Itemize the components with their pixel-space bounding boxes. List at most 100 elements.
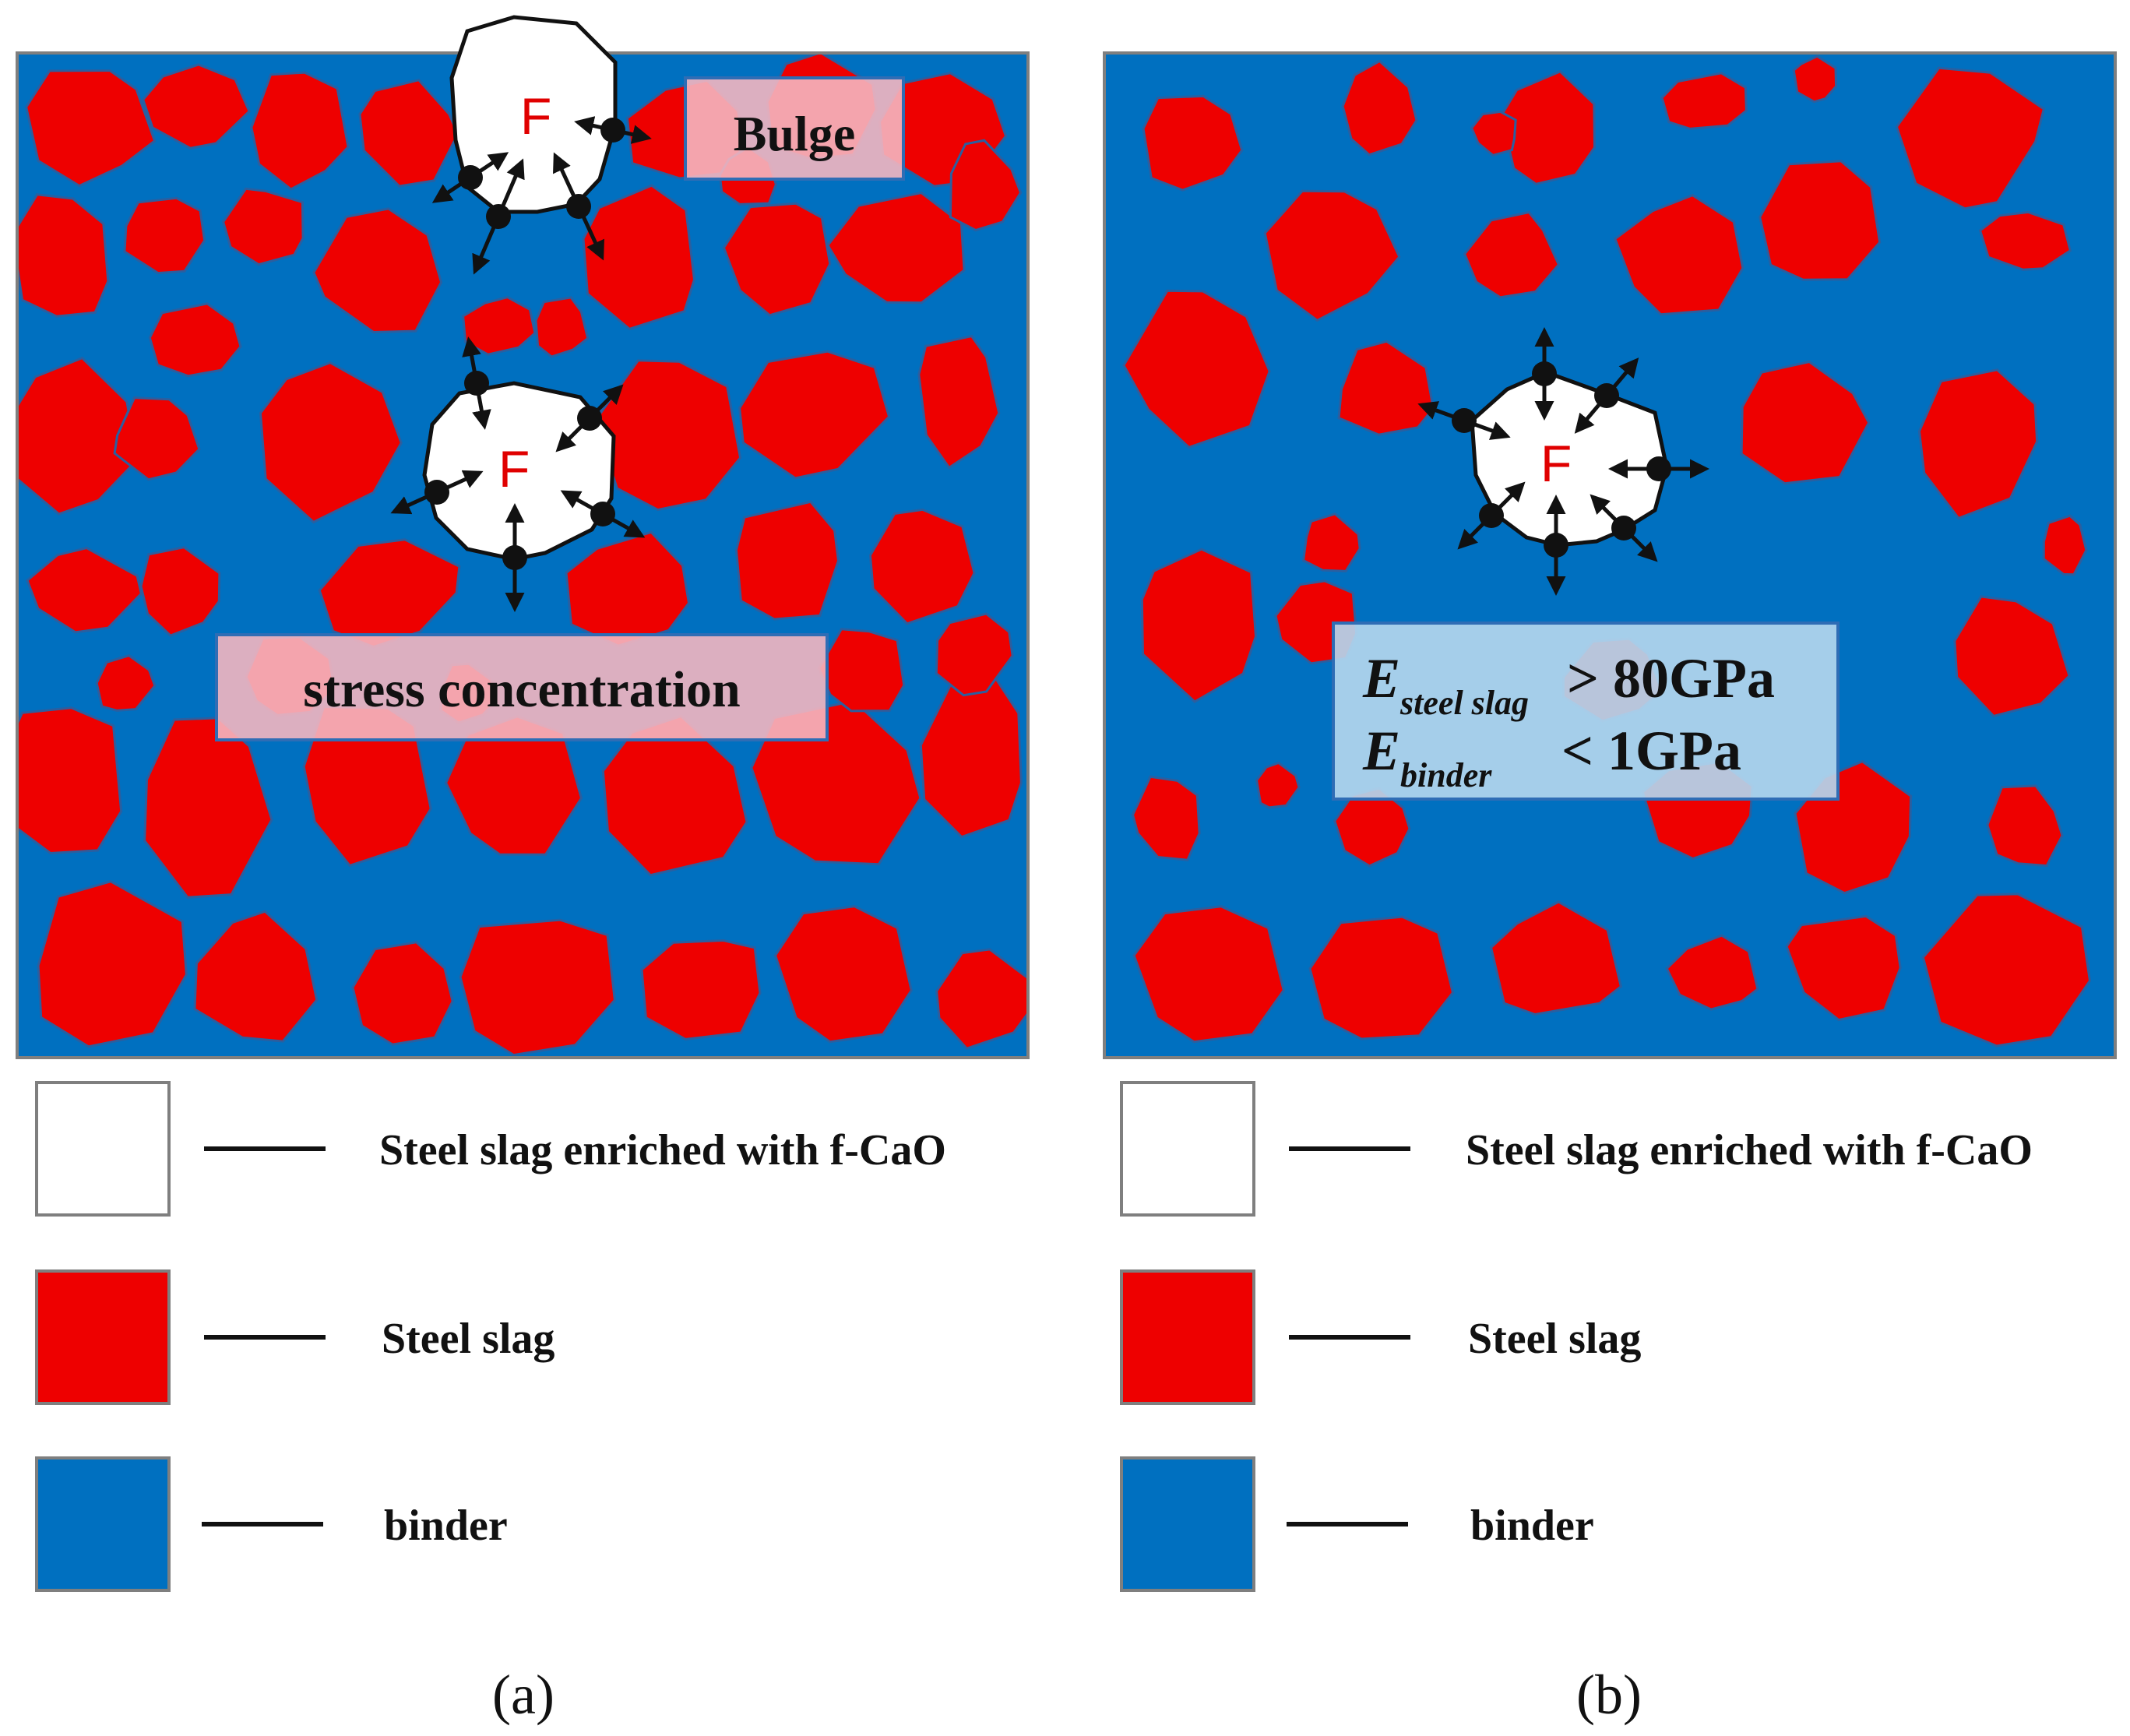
contact-point [1594, 383, 1619, 408]
steel-slag-particle [113, 396, 201, 481]
steel-slag-particle [95, 654, 157, 712]
panel-b-legend: Steel slag enriched with f-CaO Steel sla… [1120, 1081, 2033, 1592]
steel-slag-particle [17, 356, 139, 516]
panel-b-modulus-box [1332, 622, 1840, 801]
panel-b-modulus-binder: Ebinder < 1GPa [1362, 720, 1741, 794]
contact-point [458, 165, 483, 190]
steel-slag-particle [1895, 66, 2046, 210]
steel-slag-particle [259, 361, 403, 524]
contact-point [1544, 533, 1568, 558]
steel-slag-particle [1263, 189, 1401, 322]
steel-slag-particle [1470, 110, 1517, 157]
steel-slag-particle [1337, 340, 1435, 436]
contact-point [577, 406, 602, 431]
steel-slag-particle [1301, 512, 1361, 572]
contact-point [424, 480, 449, 505]
panel-b-border [1103, 51, 2117, 1059]
contact-point [486, 204, 511, 229]
panel-a-force-label-middle: F [498, 440, 530, 498]
contact-point [1532, 361, 1557, 386]
steel-slag-particle [1142, 94, 1244, 192]
steel-slag-particle [773, 905, 913, 1044]
panel-b-caption: (b) [1576, 1664, 1642, 1726]
steel-slag-particle [935, 948, 1028, 1051]
panel-a-caption: (a) [492, 1664, 555, 1726]
contact-point [502, 545, 527, 570]
steel-slag-particle [2042, 514, 2088, 576]
steel-slag-particle [601, 714, 748, 877]
steel-slag-particle [1978, 210, 2072, 271]
steel-slag-particle [1921, 893, 2092, 1048]
contact-point [1646, 456, 1671, 481]
steel-slag-particle [1132, 905, 1285, 1044]
legend-a-label-binder: binder [384, 1502, 508, 1550]
steel-slag-particle [949, 139, 1023, 232]
modulus-binder-subscript: binder [1400, 756, 1492, 794]
steel-slag-particle [1665, 934, 1759, 1011]
modulus-binder-symbol: E [1362, 720, 1400, 782]
panel-b: F Esteel slag > 80GPa Ebinder < 1GPa [1103, 51, 2117, 1059]
steel-slag-particle [919, 668, 1023, 839]
steel-slag-particle [1463, 210, 1561, 299]
modulus-steel-symbol: E [1362, 647, 1400, 710]
steel-slag-particle [1792, 55, 1838, 104]
panel-a-bulge-label: Bulge [734, 106, 855, 161]
steel-slag-particle [1122, 289, 1271, 449]
legend-a-label-fcao: Steel slag enriched with f-CaO [379, 1126, 946, 1174]
steel-slag-particle [935, 612, 1014, 697]
panel-a-legend: Steel slag enriched with f-CaO Steel sla… [35, 1081, 946, 1592]
steel-slag-particle [722, 202, 832, 317]
steel-slag-particle [351, 941, 454, 1046]
steel-slag-particle [1986, 784, 2064, 868]
legend-b-label-steel-slag: Steel slag [1468, 1315, 1641, 1363]
steel-slag-particle [24, 69, 157, 188]
legend-b-swatch-steel-slag [1120, 1269, 1255, 1405]
steel-slag-particle [1613, 193, 1744, 316]
steel-slag-particle [459, 918, 616, 1057]
steel-slag-particle [826, 191, 966, 305]
modulus-steel-relation: > 80GPa [1567, 647, 1775, 710]
steel-slag-particle [1308, 915, 1455, 1041]
steel-slag-particle [1740, 360, 1871, 485]
steel-slag-particle [148, 302, 242, 378]
legend-a-swatch-binder [35, 1456, 171, 1592]
legend-b-swatch-binder [1120, 1456, 1255, 1592]
steel-slag-particle [17, 706, 123, 855]
steel-slag-particle [26, 547, 143, 634]
steel-slag-particle [534, 296, 590, 358]
steel-slag-particle [250, 71, 350, 191]
steel-slag-particle [1255, 761, 1301, 809]
steel-slag-particle [193, 910, 319, 1043]
panel-b-expansion-arrows [1417, 327, 1709, 596]
contact-point [600, 118, 625, 143]
steel-slag-particle [142, 63, 251, 150]
steel-slag-particle [139, 546, 221, 637]
panel-a-expansion-arrows [390, 116, 652, 612]
steel-slag-particle [1759, 160, 1882, 281]
panel-b-modulus-steel: Esteel slag > 80GPa [1362, 647, 1775, 722]
steel-slag-particle [738, 350, 891, 480]
svg-text:Esteel slag: Esteel slag [1362, 647, 1529, 722]
modulus-binder-relation: < 1GPa [1561, 720, 1741, 782]
contact-point [1479, 503, 1504, 528]
contact-point [464, 371, 489, 396]
steel-slag-particle [868, 508, 976, 625]
steel-slag-particle [917, 334, 1001, 470]
steel-slag-particle [1333, 787, 1411, 868]
steel-slag-particle [1489, 900, 1623, 1016]
contact-point [1611, 516, 1636, 541]
legend-b-swatch-fcao [1120, 1081, 1255, 1217]
steel-slag-particle [221, 187, 305, 266]
legend-a-swatch-fcao [35, 1081, 171, 1217]
panel-a-bulge-box [684, 76, 905, 181]
panel-a-stress-label: stress concentration [303, 661, 741, 718]
steel-slag-particle [1953, 595, 2071, 718]
steel-slag-particle [640, 938, 762, 1041]
steel-slag-particle [734, 500, 840, 621]
steel-slag-particle [1917, 368, 2039, 520]
panel-a: F F Bulge stress concentration [16, 15, 1030, 1059]
steel-slag-particle [1140, 548, 1258, 703]
steel-slag-particle [312, 207, 443, 334]
steel-slag-particle [1131, 775, 1201, 861]
